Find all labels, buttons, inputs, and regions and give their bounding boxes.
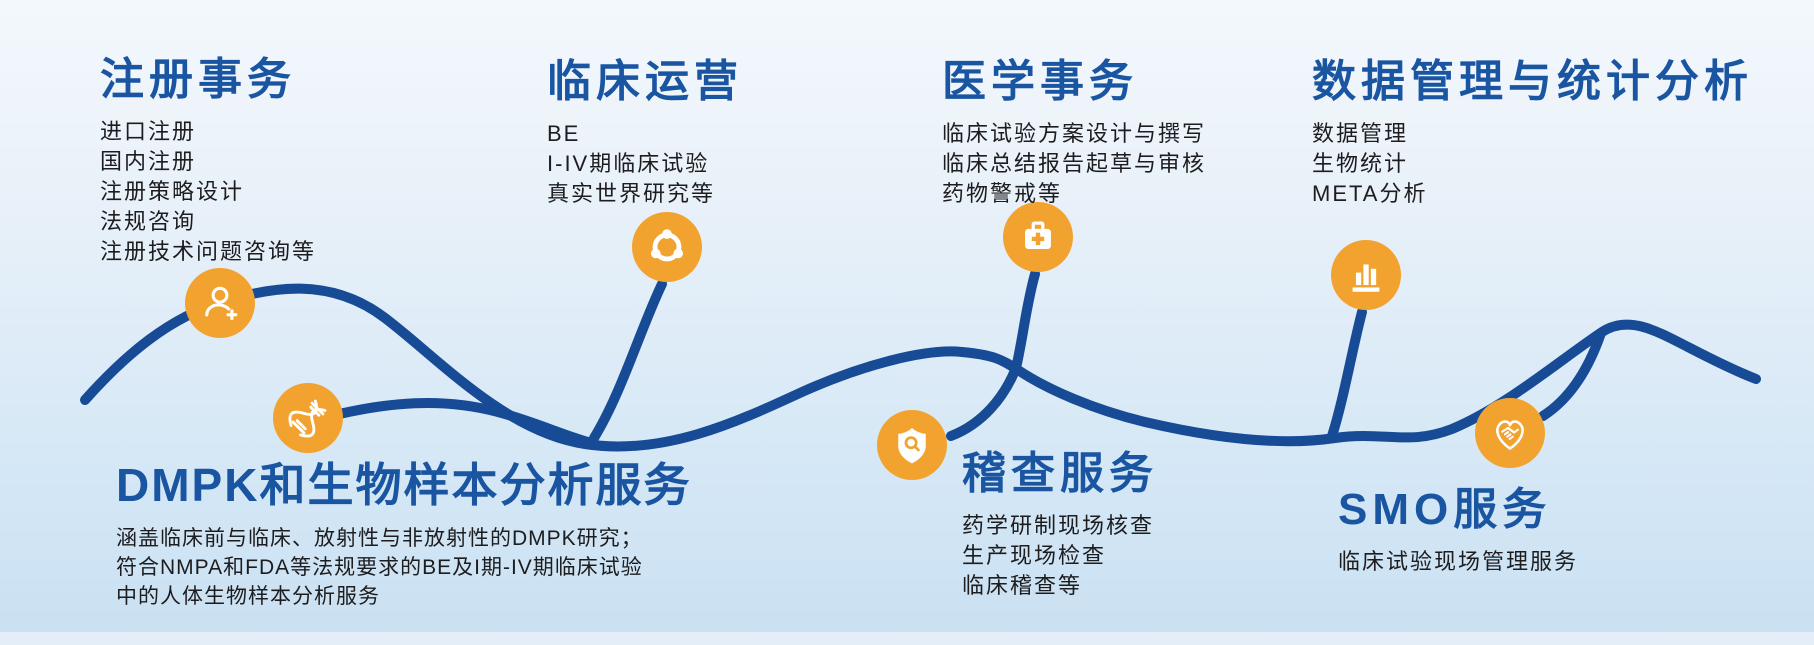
service-item-list: BE I-IV期临床试验 真实世界研究等 bbox=[547, 119, 743, 209]
section-title: SMO服务 bbox=[1338, 485, 1552, 534]
section-clinical-operations: 临床运营 BE I-IV期临床试验 真实世界研究等 bbox=[547, 57, 743, 209]
service-item: 临床总结报告起草与审核 bbox=[942, 151, 1207, 177]
service-item: 生物统计 bbox=[1312, 151, 1409, 177]
section-registration: 注册事务 进口注册 国内注册 注册策略设计 法规咨询 注册技术问题咨询等 bbox=[100, 55, 316, 267]
branch-shield bbox=[946, 363, 1021, 441]
branch-handshake bbox=[1538, 328, 1606, 421]
section-title: 注册事务 bbox=[100, 55, 296, 104]
service-item: 临床稽查等 bbox=[962, 573, 1083, 599]
service-item: 中的人体生物样本分析服务 bbox=[116, 584, 380, 608]
service-item-list: 临床试验现场管理服务 bbox=[1338, 547, 1578, 577]
service-item: 注册技术问题咨询等 bbox=[100, 239, 317, 265]
service-item: 法规咨询 bbox=[100, 209, 197, 235]
service-item: 临床试验现场管理服务 bbox=[1338, 549, 1579, 575]
section-dmpk-bioanalysis: DMPK和生物样本分析服务 涵盖临床前与临床、放射性与非放射性的DMPK研究； … bbox=[116, 460, 691, 611]
service-item-list: 进口注册 国内注册 注册策略设计 法规咨询 注册技术问题咨询等 bbox=[100, 117, 316, 267]
section-medical-affairs: 医学事务 临床试验方案设计与撰写 临床总结报告起草与审核 药物警戒等 bbox=[942, 57, 1206, 209]
service-item-list: 临床试验方案设计与撰写 临床总结报告起草与审核 药物警戒等 bbox=[942, 119, 1206, 209]
service-item: 临床试验方案设计与撰写 bbox=[942, 121, 1207, 147]
service-item: 符合NMPA和FDA等法规要求的BE及I期-IV期临床试验 bbox=[116, 555, 643, 579]
service-item: 真实世界研究等 bbox=[547, 181, 716, 207]
service-item: 进口注册 bbox=[100, 119, 197, 145]
service-item: I-IV期临床试验 bbox=[547, 151, 710, 177]
service-item: 涵盖临床前与临床、放射性与非放射性的DMPK研究； bbox=[116, 526, 643, 550]
service-item: 生产现场检查 bbox=[962, 543, 1107, 569]
service-item-list: 数据管理 生物统计 META分析 bbox=[1312, 119, 1753, 209]
heart-handshake-icon bbox=[1475, 398, 1545, 468]
section-audit-services: 稽查服务 药学研制现场核查 生产现场检查 临床稽查等 bbox=[962, 449, 1158, 601]
service-item-list: 涵盖临床前与临床、放射性与非放射性的DMPK研究； 符合NMPA和FDA等法规要… bbox=[116, 524, 691, 611]
bar-chart-icon bbox=[1331, 240, 1401, 310]
section-title: 数据管理与统计分析 bbox=[1312, 57, 1753, 106]
service-item: BE bbox=[547, 121, 581, 147]
journey-path-main bbox=[80, 283, 1761, 452]
service-item-list: 药学研制现场核查 生产现场检查 临床稽查等 bbox=[962, 511, 1158, 601]
service-item: 数据管理 bbox=[1312, 121, 1409, 147]
branch-dna bbox=[310, 397, 593, 447]
service-item: 药学研制现场核查 bbox=[962, 513, 1155, 539]
section-data-management: 数据管理与统计分析 数据管理 生物统计 META分析 bbox=[1312, 57, 1753, 209]
section-title: 稽查服务 bbox=[962, 449, 1158, 498]
section-title: 临床运营 bbox=[547, 57, 743, 106]
branch-medical bbox=[1011, 269, 1040, 373]
shield-search-icon bbox=[877, 410, 947, 480]
service-item: META分析 bbox=[1312, 181, 1428, 207]
user-plus-icon bbox=[185, 268, 255, 338]
network-icon bbox=[632, 212, 702, 282]
section-title: 医学事务 bbox=[942, 57, 1138, 106]
branch-network bbox=[589, 279, 667, 443]
medical-kit-icon bbox=[1003, 202, 1073, 272]
bottom-edge-strip bbox=[0, 632, 1814, 645]
service-item: 注册策略设计 bbox=[100, 179, 245, 205]
dna-icon bbox=[273, 383, 343, 453]
service-item: 药物警戒等 bbox=[942, 181, 1063, 207]
service-item: 国内注册 bbox=[100, 149, 197, 175]
section-title: DMPK和生物样本分析服务 bbox=[116, 459, 692, 511]
branch-bar-chart bbox=[1327, 307, 1367, 441]
section-smo-services: SMO服务 临床试验现场管理服务 bbox=[1338, 485, 1578, 577]
